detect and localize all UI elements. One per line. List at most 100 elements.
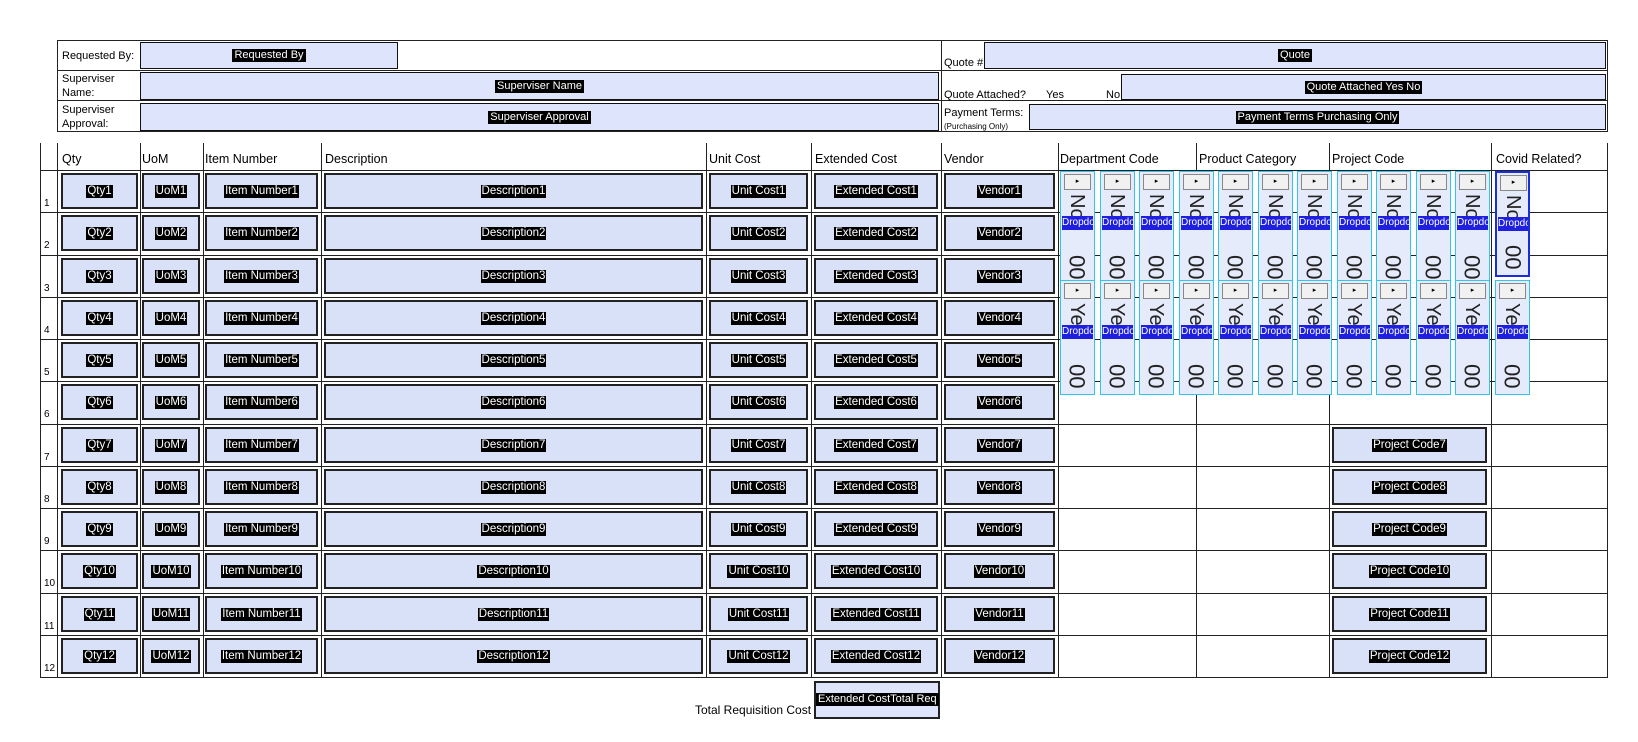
field-desc[interactable]: Description7 bbox=[324, 427, 703, 463]
dropdown-arrow-icon[interactable]: ▸ bbox=[1380, 174, 1407, 190]
dropdown-arrow-icon[interactable]: ▸ bbox=[1459, 283, 1486, 299]
field-unit[interactable]: Unit Cost6 bbox=[709, 384, 808, 420]
field-vendor[interactable]: Vendor10 bbox=[944, 553, 1055, 589]
dropdown-control[interactable]: ▸YesDropdown00 bbox=[1218, 280, 1253, 395]
dropdown-arrow-icon[interactable]: ▸ bbox=[1104, 174, 1131, 190]
dropdown-control[interactable]: ▸NoDropdown00 bbox=[1297, 171, 1332, 286]
dropdown-control[interactable]: ▸YesDropdown00 bbox=[1416, 280, 1451, 395]
field-vendor[interactable]: Vendor9 bbox=[944, 511, 1055, 547]
dropdown-arrow-icon[interactable]: ▸ bbox=[1341, 283, 1368, 299]
dropdown-control[interactable]: ▸NoDropdown00 bbox=[1258, 171, 1293, 286]
field-vendor[interactable]: Vendor8 bbox=[944, 469, 1055, 505]
field-item[interactable]: Item Number10 bbox=[205, 553, 318, 589]
field-unit[interactable]: Unit Cost8 bbox=[709, 469, 808, 505]
dropdown-arrow-icon[interactable]: ▸ bbox=[1301, 283, 1328, 299]
field-qty[interactable]: Qty3 bbox=[61, 258, 138, 294]
dropdown-control[interactable]: ▸NoDropdown00 bbox=[1139, 171, 1174, 286]
dropdown-control[interactable]: ▸YesDropdown00 bbox=[1060, 280, 1095, 395]
field-project[interactable]: Project Code7 bbox=[1332, 427, 1487, 463]
field-desc[interactable]: Description12 bbox=[324, 638, 703, 674]
total-requisition-field[interactable]: Extended CostTotal Req bbox=[814, 681, 940, 719]
field-desc[interactable]: Description3 bbox=[324, 258, 703, 294]
field-uom[interactable]: UoM9 bbox=[142, 511, 200, 547]
field-ext[interactable]: Extended Cost10 bbox=[814, 553, 938, 589]
field-desc[interactable]: Description6 bbox=[324, 384, 703, 420]
dropdown-arrow-icon[interactable]: ▸ bbox=[1420, 174, 1447, 190]
field-ext[interactable]: Extended Cost2 bbox=[814, 215, 938, 251]
field-vendor[interactable]: Vendor1 bbox=[944, 173, 1055, 209]
field-desc[interactable]: Description8 bbox=[324, 469, 703, 505]
field-uom[interactable]: UoM4 bbox=[142, 300, 200, 336]
dropdown-arrow-icon[interactable]: ▸ bbox=[1262, 174, 1289, 190]
field-vendor[interactable]: Vendor3 bbox=[944, 258, 1055, 294]
field-desc[interactable]: Description5 bbox=[324, 342, 703, 378]
dropdown-control[interactable]: ▸NoDropdown00 bbox=[1337, 171, 1372, 286]
field-vendor[interactable]: Vendor4 bbox=[944, 300, 1055, 336]
field-desc[interactable]: Description4 bbox=[324, 300, 703, 336]
field-vendor[interactable]: Vendor5 bbox=[944, 342, 1055, 378]
field-uom[interactable]: UoM6 bbox=[142, 384, 200, 420]
field-unit[interactable]: Unit Cost5 bbox=[709, 342, 808, 378]
dropdown-control[interactable]: ▸NoDropdown00 bbox=[1495, 171, 1530, 277]
field-unit[interactable]: Unit Cost3 bbox=[709, 258, 808, 294]
dropdown-arrow-icon[interactable]: ▸ bbox=[1420, 283, 1447, 299]
field-qty[interactable]: Qty11 bbox=[61, 596, 138, 632]
field-project[interactable]: Project Code11 bbox=[1332, 596, 1487, 632]
dropdown-control[interactable]: ▸YesDropdown00 bbox=[1100, 280, 1135, 395]
dropdown-arrow-icon[interactable]: ▸ bbox=[1222, 174, 1249, 190]
field-uom[interactable]: UoM12 bbox=[142, 638, 200, 674]
field-vendor[interactable]: Vendor2 bbox=[944, 215, 1055, 251]
dropdown-arrow-icon[interactable]: ▸ bbox=[1222, 283, 1249, 299]
dropdown-arrow-icon[interactable]: ▸ bbox=[1143, 174, 1170, 190]
field-unit[interactable]: Unit Cost7 bbox=[709, 427, 808, 463]
requested-by-field[interactable]: Requested By bbox=[140, 42, 398, 69]
field-vendor[interactable]: Vendor11 bbox=[944, 596, 1055, 632]
field-item[interactable]: Item Number2 bbox=[205, 215, 318, 251]
field-unit[interactable]: Unit Cost9 bbox=[709, 511, 808, 547]
dropdown-arrow-icon[interactable]: ▸ bbox=[1064, 283, 1091, 299]
dropdown-arrow-icon[interactable]: ▸ bbox=[1380, 283, 1407, 299]
quote-attached-field[interactable]: Quote Attached Yes No bbox=[1121, 74, 1606, 100]
dropdown-control[interactable]: ▸NoDropdown00 bbox=[1060, 171, 1095, 286]
field-project[interactable]: Project Code8 bbox=[1332, 469, 1487, 505]
dropdown-arrow-icon[interactable]: ▸ bbox=[1499, 283, 1526, 299]
field-ext[interactable]: Extended Cost1 bbox=[814, 173, 938, 209]
field-unit[interactable]: Unit Cost11 bbox=[709, 596, 808, 632]
field-desc[interactable]: Description10 bbox=[324, 553, 703, 589]
dropdown-control[interactable]: ▸YesDropdown00 bbox=[1495, 280, 1530, 395]
field-uom[interactable]: UoM1 bbox=[142, 173, 200, 209]
field-qty[interactable]: Qty2 bbox=[61, 215, 138, 251]
field-vendor[interactable]: Vendor7 bbox=[944, 427, 1055, 463]
field-qty[interactable]: Qty5 bbox=[61, 342, 138, 378]
field-desc[interactable]: Description1 bbox=[324, 173, 703, 209]
dropdown-control[interactable]: ▸YesDropdown00 bbox=[1297, 280, 1332, 395]
field-item[interactable]: Item Number7 bbox=[205, 427, 318, 463]
dropdown-arrow-icon[interactable]: ▸ bbox=[1183, 283, 1210, 299]
dropdown-control[interactable]: ▸YesDropdown00 bbox=[1258, 280, 1293, 395]
dropdown-arrow-icon[interactable]: ▸ bbox=[1459, 174, 1486, 190]
field-qty[interactable]: Qty1 bbox=[61, 173, 138, 209]
dropdown-control[interactable]: ▸NoDropdown00 bbox=[1179, 171, 1214, 286]
dropdown-control[interactable]: ▸YesDropdown00 bbox=[1139, 280, 1174, 395]
dropdown-arrow-icon[interactable]: ▸ bbox=[1500, 175, 1527, 191]
quote-attached-yes[interactable]: Yes bbox=[1046, 89, 1064, 101]
dropdown-arrow-icon[interactable]: ▸ bbox=[1183, 174, 1210, 190]
dropdown-arrow-icon[interactable]: ▸ bbox=[1341, 174, 1368, 190]
field-ext[interactable]: Extended Cost4 bbox=[814, 300, 938, 336]
dropdown-arrow-icon[interactable]: ▸ bbox=[1262, 283, 1289, 299]
field-vendor[interactable]: Vendor12 bbox=[944, 638, 1055, 674]
dropdown-control[interactable]: ▸NoDropdown00 bbox=[1376, 171, 1411, 286]
dropdown-arrow-icon[interactable]: ▸ bbox=[1064, 174, 1091, 190]
field-uom[interactable]: UoM7 bbox=[142, 427, 200, 463]
field-ext[interactable]: Extended Cost5 bbox=[814, 342, 938, 378]
field-unit[interactable]: Unit Cost2 bbox=[709, 215, 808, 251]
field-ext[interactable]: Extended Cost8 bbox=[814, 469, 938, 505]
dropdown-control[interactable]: ▸NoDropdown00 bbox=[1416, 171, 1451, 286]
field-qty[interactable]: Qty4 bbox=[61, 300, 138, 336]
dropdown-control[interactable]: ▸NoDropdown00 bbox=[1218, 171, 1253, 286]
field-uom[interactable]: UoM5 bbox=[142, 342, 200, 378]
field-item[interactable]: Item Number4 bbox=[205, 300, 318, 336]
field-unit[interactable]: Unit Cost10 bbox=[709, 553, 808, 589]
field-uom[interactable]: UoM10 bbox=[142, 553, 200, 589]
dropdown-control[interactable]: ▸YesDropdown00 bbox=[1376, 280, 1411, 395]
